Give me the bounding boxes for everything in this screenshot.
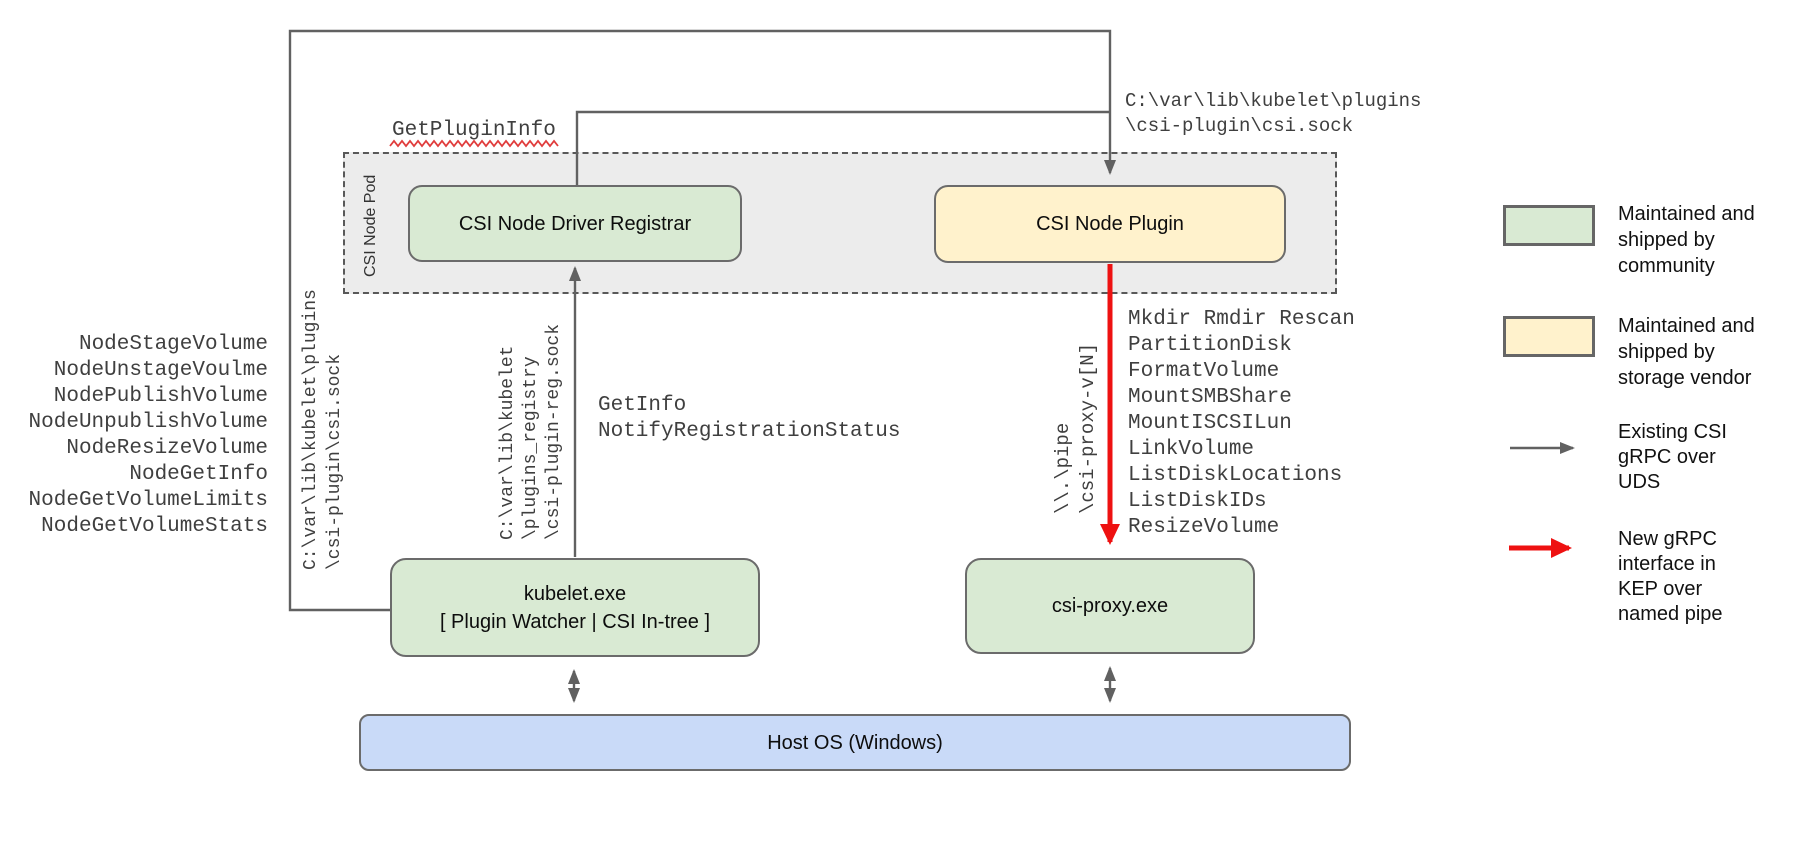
- csi-proxy-label: csi-proxy.exe: [1051, 595, 1169, 617]
- kubelet-csi-ops-list: NodeStageVolume NodeUnstageVoulme NodePu…: [28, 332, 268, 540]
- kubelet-label: kubelet.exe [ Plugin Watcher | CSI In-tr…: [439, 582, 711, 633]
- legend-label-community: Maintained and shipped by community: [1618, 203, 1755, 277]
- ops-item: NodeUnpublishVolume: [28, 411, 268, 434]
- ops-item: NodeGetInfo: [129, 463, 268, 486]
- registration-sock-path-label: C:\var\lib\kubelet \plugins_registry \cs…: [498, 323, 564, 540]
- csi-node-pod-label: CSI Node Pod: [362, 174, 379, 277]
- ops-item: NodeUnstageVoulme: [53, 359, 268, 382]
- ops-item: PartitionDisk: [1128, 334, 1292, 357]
- csi-node-plugin-box: CSI Node Plugin: [934, 185, 1286, 263]
- legend-label-uds: Existing CSI gRPC over UDS: [1618, 421, 1727, 493]
- legend-label-pipe: New gRPC interface in KEP over named pip…: [1618, 528, 1723, 625]
- csi-node-plugin-label: CSI Node Plugin: [1036, 213, 1184, 235]
- ops-item: LinkVolume: [1128, 438, 1255, 461]
- legend-label-vendor: Maintained and shipped by storage vendor: [1618, 315, 1755, 389]
- ops-item: NodeGetVolumeLimits: [28, 489, 268, 512]
- csi-proxy-ops-list: Mkdir Rmdir Rescan PartitionDisk FormatV…: [1128, 307, 1408, 541]
- ops-item: ResizeVolume: [1128, 516, 1280, 539]
- ops-item: FormatVolume: [1128, 360, 1280, 383]
- legend-swatch-vendor: [1503, 316, 1595, 357]
- host-os-label: Host OS (Windows): [767, 731, 943, 754]
- ops-item: NodeStageVolume: [78, 333, 268, 356]
- ops-item: MountISCSILun: [1128, 412, 1292, 435]
- named-pipe-path-label: \\.\pipe \csi-proxy-v[N]: [1052, 342, 1099, 514]
- ops-item: ListDiskLocations: [1128, 464, 1343, 487]
- kubelet-box: kubelet.exe [ Plugin Watcher | CSI In-tr…: [390, 558, 760, 657]
- csi-sock-path-vertical-label: C:\var\lib\kubelet\plugins \csi-plugin\c…: [301, 289, 345, 570]
- legend-swatch-community: [1503, 205, 1595, 246]
- kubelet-to-plugin-connector: [288, 29, 1116, 612]
- named-pipe-arrow-icon: [1509, 538, 1572, 558]
- ops-item: ListDiskIDs: [1128, 490, 1267, 513]
- ops-item: NodeResizeVolume: [66, 437, 268, 460]
- ops-item: NodeGetVolumeStats: [41, 515, 268, 538]
- get-plugin-info-label: GetPluginInfo: [392, 119, 556, 142]
- csi-node-driver-registrar-box: CSI Node Driver Registrar: [408, 185, 742, 262]
- ops-item: MountSMBShare: [1128, 386, 1292, 409]
- host-os-bar: Host OS (Windows): [359, 714, 1351, 771]
- ops-item: NodePublishVolume: [53, 385, 268, 408]
- csi-node-driver-registrar-label: CSI Node Driver Registrar: [458, 212, 692, 235]
- csi-proxy-box: csi-proxy.exe: [965, 558, 1255, 654]
- uds-arrow-icon: [1510, 442, 1575, 454]
- registration-calls-label: GetInfo NotifyRegistrationStatus: [598, 394, 901, 443]
- csi-sock-path-label: C:\var\lib\kubelet\plugins \csi-plugin\c…: [1125, 90, 1422, 137]
- ops-item: Mkdir Rmdir Rescan: [1128, 308, 1355, 331]
